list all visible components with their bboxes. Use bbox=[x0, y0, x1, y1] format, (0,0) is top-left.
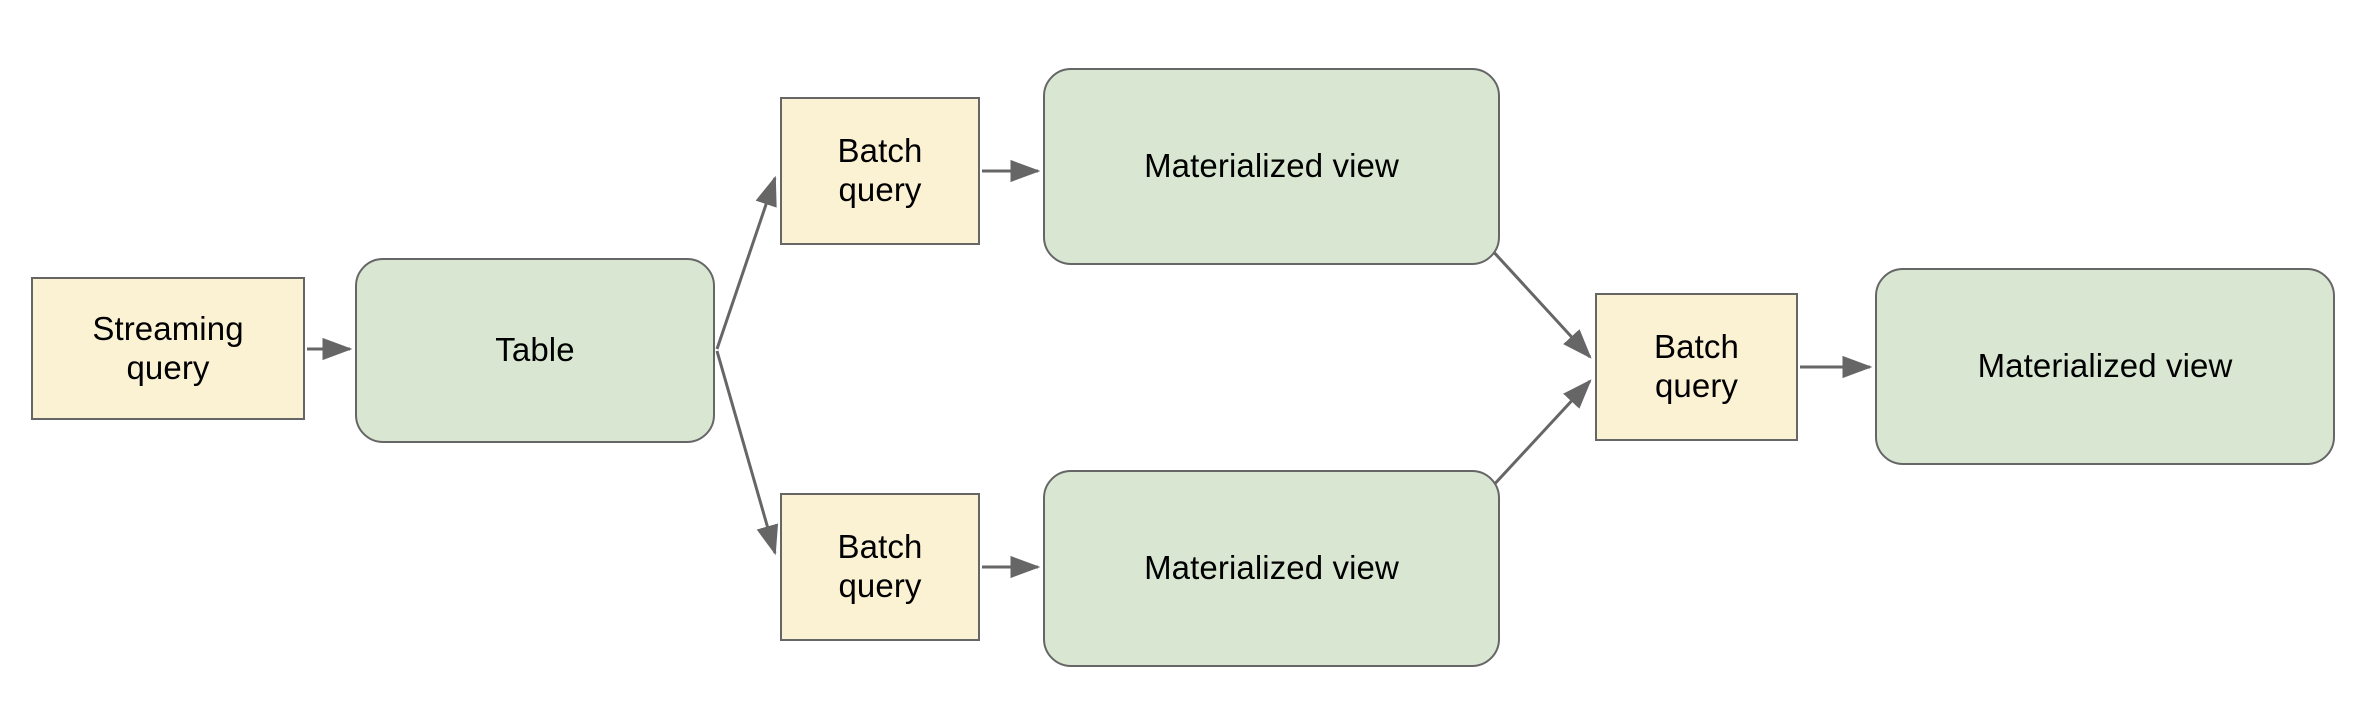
node-materialized-view-bottom[interactable]: Materialized view bbox=[1043, 470, 1500, 667]
edge-table-to-batch-bottom bbox=[715, 350, 779, 556]
edge-table-to-batch-top bbox=[715, 175, 777, 350]
node-materialized-view-bottom-label: Materialized view bbox=[1144, 549, 1399, 587]
node-streaming-query-label: Streaming query bbox=[92, 309, 244, 386]
node-batch-query-top[interactable]: Batch query bbox=[780, 97, 980, 245]
edge-view-bottom-to-join bbox=[1488, 379, 1592, 491]
node-batch-query-bottom[interactable]: Batch query bbox=[780, 493, 980, 641]
node-table-label: Table bbox=[495, 331, 575, 369]
node-streaming-query[interactable]: Streaming query bbox=[31, 277, 305, 420]
node-materialized-view-final[interactable]: Materialized view bbox=[1875, 268, 2335, 465]
node-materialized-view-top-label: Materialized view bbox=[1144, 147, 1399, 185]
node-table[interactable]: Table bbox=[355, 258, 715, 443]
node-batch-query-join[interactable]: Batch query bbox=[1595, 293, 1798, 441]
edge-view-top-to-join bbox=[1488, 246, 1592, 359]
node-batch-query-join-label: Batch query bbox=[1654, 328, 1739, 404]
node-batch-query-bottom-label: Batch query bbox=[837, 528, 923, 604]
node-batch-query-top-label: Batch query bbox=[837, 132, 923, 208]
node-materialized-view-final-label: Materialized view bbox=[1977, 347, 2233, 385]
node-materialized-view-top[interactable]: Materialized view bbox=[1043, 68, 1500, 265]
